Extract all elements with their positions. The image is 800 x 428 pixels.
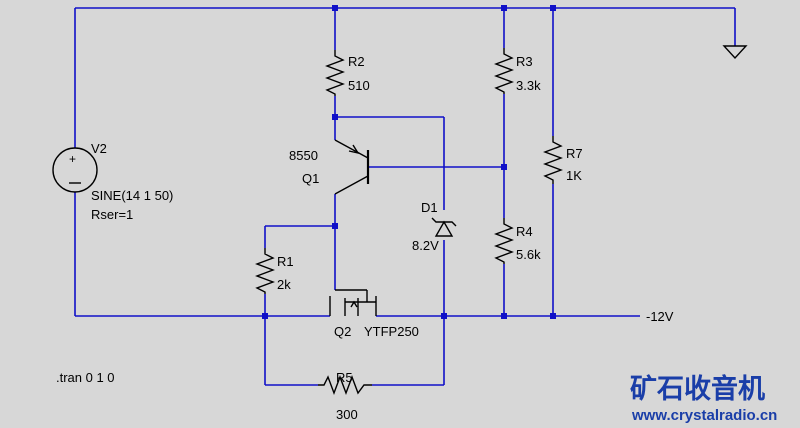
junction-r7-bottom (550, 313, 556, 319)
spice-directive: .tran 0 1 0 (56, 370, 115, 385)
q2-mosfet (329, 289, 377, 316)
watermark-url-text: www.crystalradio.cn (631, 407, 777, 424)
v2-source: + (52, 147, 98, 193)
r2-resistor (325, 50, 345, 96)
r4-value-label: 5.6k (516, 247, 541, 262)
d1-zener-diode (431, 217, 457, 237)
r2-name-label: R2 (348, 54, 365, 69)
labels: V2 SINE(14 1 50) Rser=1 R2 510 R3 3.3k R… (56, 54, 674, 422)
junction-r2-top (332, 5, 338, 11)
watermark-cn-text: 矿石收音机 (630, 373, 765, 405)
r5-resistor (318, 375, 372, 395)
r7-resistor (543, 136, 563, 184)
junction-r1-bottom (262, 313, 268, 319)
junction-r4-bottom (501, 313, 507, 319)
r4-name-label: R4 (516, 224, 533, 239)
q1-transistor (334, 139, 370, 195)
watermark: 矿石收音机 www.crystalradio.cn (630, 373, 777, 424)
junction-divider (501, 164, 507, 170)
junction-r3-top (501, 5, 507, 11)
svg-text:+: + (69, 152, 76, 166)
r5-name-label: R5 (336, 370, 353, 385)
q1-model-label: 8550 (289, 148, 318, 163)
q1-name-label: Q1 (302, 171, 319, 186)
r7-value-label: 1K (566, 168, 582, 183)
r3-resistor (494, 48, 514, 94)
r2-value-label: 510 (348, 78, 370, 93)
r7-name-label: R7 (566, 146, 583, 161)
junction-dots (262, 5, 556, 319)
q2-name-label: Q2 (334, 324, 351, 339)
r5-value-label: 300 (336, 407, 358, 422)
junction-emitter (332, 114, 338, 120)
junction-collector (332, 223, 338, 229)
r3-value-label: 3.3k (516, 78, 541, 93)
q2-model-label: YTFP250 (364, 324, 419, 339)
v2-source-label: SINE(14 1 50) (91, 188, 173, 203)
r3-name-label: R3 (516, 54, 533, 69)
v2-name-label: V2 (91, 141, 107, 156)
r1-name-label: R1 (277, 254, 294, 269)
r1-resistor (255, 248, 275, 294)
d1-name-label: D1 (421, 200, 438, 215)
net-label-output: -12V (646, 309, 674, 324)
junction-r7-top (550, 5, 556, 11)
ground-symbol (722, 45, 748, 60)
d1-value-label: 8.2V (412, 238, 439, 253)
r1-value-label: 2k (277, 277, 291, 292)
v2-rser-label: Rser=1 (91, 207, 133, 222)
r4-resistor (494, 218, 514, 264)
junction-d1-bottom (441, 313, 447, 319)
wires (74, 7, 736, 386)
